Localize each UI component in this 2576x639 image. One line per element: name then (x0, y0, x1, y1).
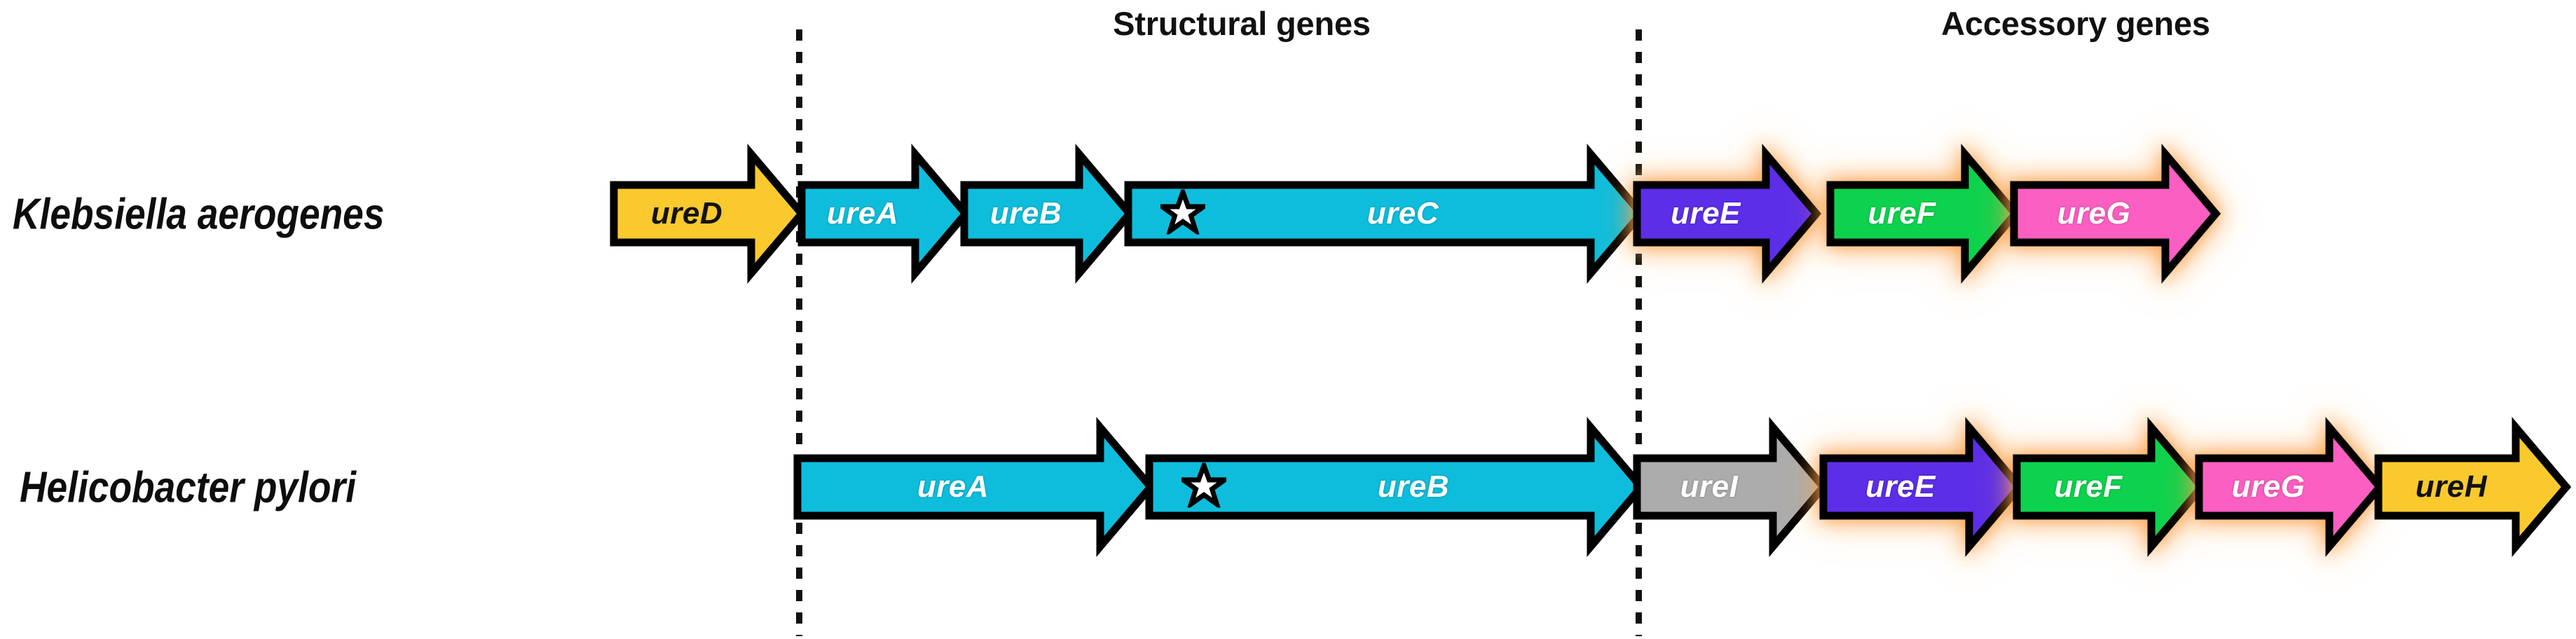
gene-arrow-urea-row1[interactable] (778, 130, 989, 297)
gene-arrow-uref-row1[interactable] (1807, 130, 2039, 297)
gene-arrow-urec-row1[interactable] (1104, 130, 1665, 297)
gene-arrow-uree-row2[interactable] (1800, 404, 2043, 570)
section-header-structural-genes: Structural genes (1113, 5, 1371, 42)
section-header-accessory-genes: Accessory genes (1941, 5, 2210, 42)
divider-accessory-start (1636, 29, 1642, 636)
gene-arrow-ureg-row1[interactable] (1990, 130, 2240, 297)
gene-arrow-ured-row1[interactable] (590, 130, 825, 297)
gene-arrow-ureg-row2[interactable] (2175, 404, 2404, 570)
gene-arrow-ureb-row1[interactable] (940, 130, 1153, 297)
gene-arrow-ureb-row2[interactable] (1125, 404, 1665, 570)
divider-structural-start (796, 29, 802, 636)
gene-arrow-uref-row2[interactable] (1993, 404, 2226, 570)
organism-name-helicobacter-pylori: Helicobacter pylori (20, 463, 357, 512)
gene-arrow-urei-row2[interactable] (1613, 404, 1847, 570)
gene-arrow-ureh-row2[interactable] (2355, 404, 2576, 570)
gene-arrow-uree-row1[interactable] (1613, 130, 1840, 297)
organism-name-klebsiella-aerogenes: Klebsiella aerogenes (13, 190, 385, 239)
gene-arrow-urea-row2[interactable] (774, 404, 1174, 570)
